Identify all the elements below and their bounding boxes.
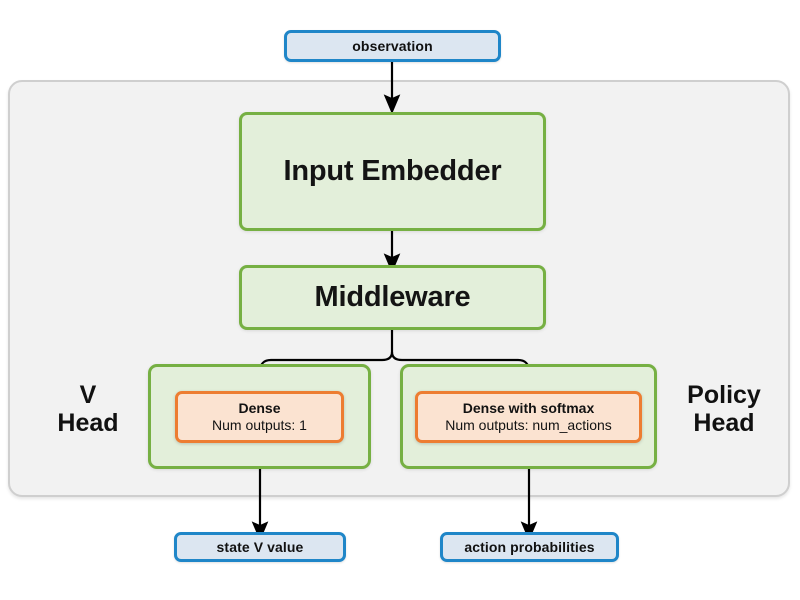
dense-title: Dense [238, 399, 281, 416]
dense-with-softmax-node[interactable]: Dense with softmax Num outputs: num_acti… [415, 391, 642, 443]
v-head-caption: V Head [57, 381, 119, 437]
action-probabilities-node[interactable]: action probabilities [440, 532, 619, 562]
action-probabilities-label: action probabilities [464, 539, 595, 555]
input-embedder-label: Input Embedder [283, 155, 502, 187]
dense-subtitle: Num outputs: 1 [212, 417, 307, 433]
middleware-label: Middleware [314, 281, 471, 313]
dense-with-softmax-subtitle: Num outputs: num_actions [445, 417, 612, 433]
dense-node[interactable]: Dense Num outputs: 1 [175, 391, 344, 443]
state-v-value-label: state V value [216, 539, 304, 555]
dense-with-softmax-title: Dense with softmax [462, 399, 595, 416]
middleware-node[interactable]: Middleware [239, 265, 546, 330]
input-embedder-node[interactable]: Input Embedder [239, 112, 546, 231]
policy-head-caption: Policy Head [687, 381, 761, 437]
state-v-value-node[interactable]: state V value [174, 532, 346, 562]
observation-node[interactable]: observation [284, 30, 501, 62]
observation-label: observation [352, 38, 433, 54]
